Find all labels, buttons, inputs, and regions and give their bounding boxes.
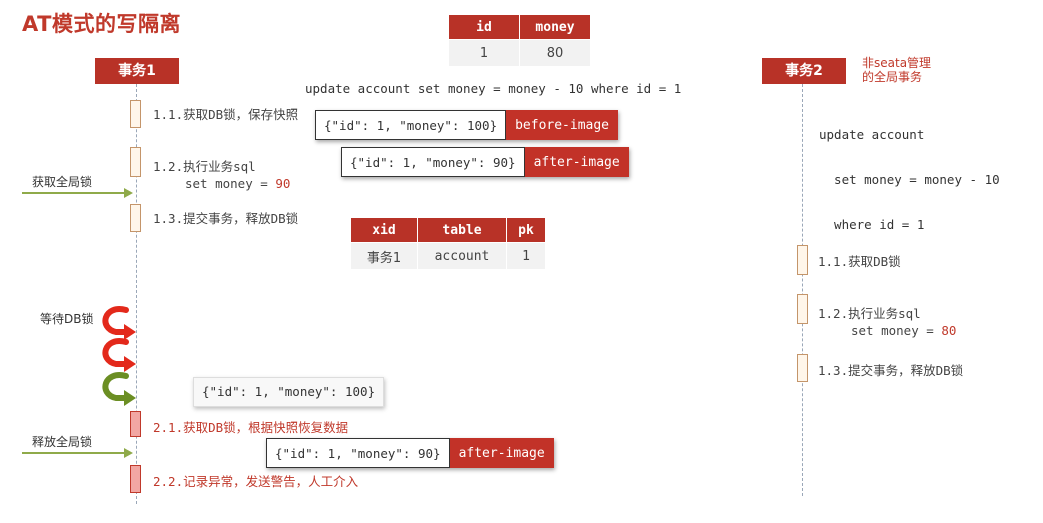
get-global-lock-label: 获取全局锁 xyxy=(32,175,93,189)
cell-xid: 事务1 xyxy=(350,242,418,270)
tx1-lifeline xyxy=(136,84,137,504)
cell-id: 1 xyxy=(448,39,520,67)
tx2-sql-line1: update account xyxy=(819,127,925,142)
tx2-step-1-3: 1.3.提交事务，释放DB锁 xyxy=(818,363,964,378)
cell-money: 80 xyxy=(519,39,591,67)
tx2-lifeline xyxy=(802,84,803,496)
tx1-sql-set: set money = xyxy=(185,176,276,191)
col-header-pk: pk xyxy=(506,217,546,243)
account-data-table: id money 1 80 xyxy=(448,14,591,67)
cell-table: account xyxy=(417,242,507,270)
after-image-box: {"id": 1, "money": 90} after-image xyxy=(341,147,629,177)
tx1-activation-1-2 xyxy=(130,147,141,177)
col-header-xid: xid xyxy=(350,217,418,243)
tx2-note-line1: 非seata管理 xyxy=(862,56,932,70)
tx2-actor: 事务2 xyxy=(762,58,846,84)
tx1-sql-value: 90 xyxy=(275,176,291,191)
tx2-sql-line2: set money = money - 10 xyxy=(819,172,1000,187)
release-global-lock-arrow xyxy=(22,448,133,458)
col-header-money: money xyxy=(519,14,591,40)
tx2-sql-line3: where id = 1 xyxy=(819,217,925,232)
after-image-2-tag: after-image xyxy=(449,438,554,468)
tx2-activation-1-1 xyxy=(797,245,808,275)
after-image-tag: after-image xyxy=(524,147,629,177)
tx1-activation-2-2 xyxy=(130,465,141,493)
tx2-activation-1-3 xyxy=(797,354,808,382)
cell-pk: 1 xyxy=(506,242,546,270)
tx1-activation-1-3 xyxy=(130,204,141,232)
tx1-step-2-2: 2.2.记录异常，发送警告，人工介入 xyxy=(153,474,359,489)
tx2-step-1-1: 1.1.获取DB锁 xyxy=(818,254,901,269)
tx2-note: 非seata管理 的全局事务 xyxy=(862,56,931,84)
tx1-step-1-1: 1.1.获取DB锁，保存快照 xyxy=(153,107,299,122)
wait-db-lock-label: 等待DB锁 xyxy=(40,312,94,326)
before-image-box: {"id": 1, "money": 100} before-image xyxy=(315,110,619,140)
release-global-lock-label: 释放全局锁 xyxy=(32,435,93,449)
tx2-sql-value: 80 xyxy=(941,323,957,338)
tx2-step-1-2-sql: set money = 80 xyxy=(851,322,956,339)
snapshot-box: {"id": 1, "money": 100} xyxy=(193,377,385,407)
tx1-sql-statement: update account set money = money - 10 wh… xyxy=(305,81,682,96)
before-image-tag: before-image xyxy=(506,110,619,140)
after-image-2-json: {"id": 1, "money": 90} xyxy=(266,438,450,468)
before-image-json: {"id": 1, "money": 100} xyxy=(315,110,507,140)
col-header-id: id xyxy=(448,14,520,40)
tx1-step-1-3: 1.3.提交事务，释放DB锁 xyxy=(153,211,299,226)
tx2-step-1-2: 1.2.执行业务sql xyxy=(818,306,921,321)
tx2-sql: update account set money = money - 10 wh… xyxy=(819,97,1000,247)
after-image-json: {"id": 1, "money": 90} xyxy=(341,147,525,177)
get-global-lock-arrow xyxy=(22,188,133,198)
after-image-box-2: {"id": 1, "money": 90} after-image xyxy=(266,438,554,468)
global-lock-table: xid table pk 事务1 account 1 xyxy=(350,217,546,270)
tx1-step-1-2: 1.2.执行业务sql xyxy=(153,159,256,174)
tx1-actor: 事务1 xyxy=(95,58,179,84)
tx2-sql-set: set money = xyxy=(851,323,942,338)
page-title: AT模式的写隔离 xyxy=(22,12,181,36)
col-header-table: table xyxy=(417,217,507,243)
tx1-step-2-1: 2.1.获取DB锁，根据快照恢复数据 xyxy=(153,420,349,435)
wait-loop-icon xyxy=(102,306,136,406)
tx2-note-line2: 的全局事务 xyxy=(862,70,923,84)
tx1-activation-2-1 xyxy=(130,411,141,437)
tx1-step-1-2-sql: set money = 90 xyxy=(185,175,290,192)
tx1-activation-1-1 xyxy=(130,100,141,128)
tx2-activation-1-2 xyxy=(797,294,808,324)
